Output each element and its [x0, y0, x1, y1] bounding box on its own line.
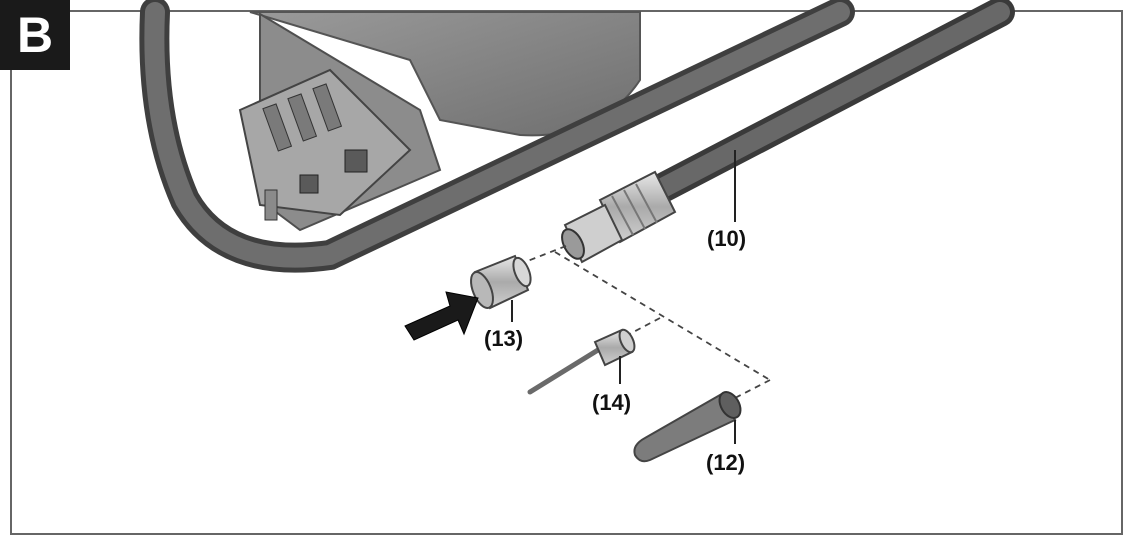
adapter	[470, 254, 532, 310]
needle-label: (14)	[592, 390, 631, 415]
contact-plate	[238, 68, 412, 221]
figure-badge: B	[0, 0, 70, 70]
push-arrow-icon	[404, 291, 479, 341]
adapter-label: (13)	[484, 326, 523, 351]
cone-nozzle-label: (12)	[706, 450, 745, 475]
cone-nozzle	[633, 391, 742, 463]
device-body	[238, 11, 641, 232]
hose-connector	[561, 170, 677, 264]
hose-label: (10)	[707, 226, 746, 251]
needle	[527, 328, 636, 395]
hose	[561, 0, 1015, 264]
